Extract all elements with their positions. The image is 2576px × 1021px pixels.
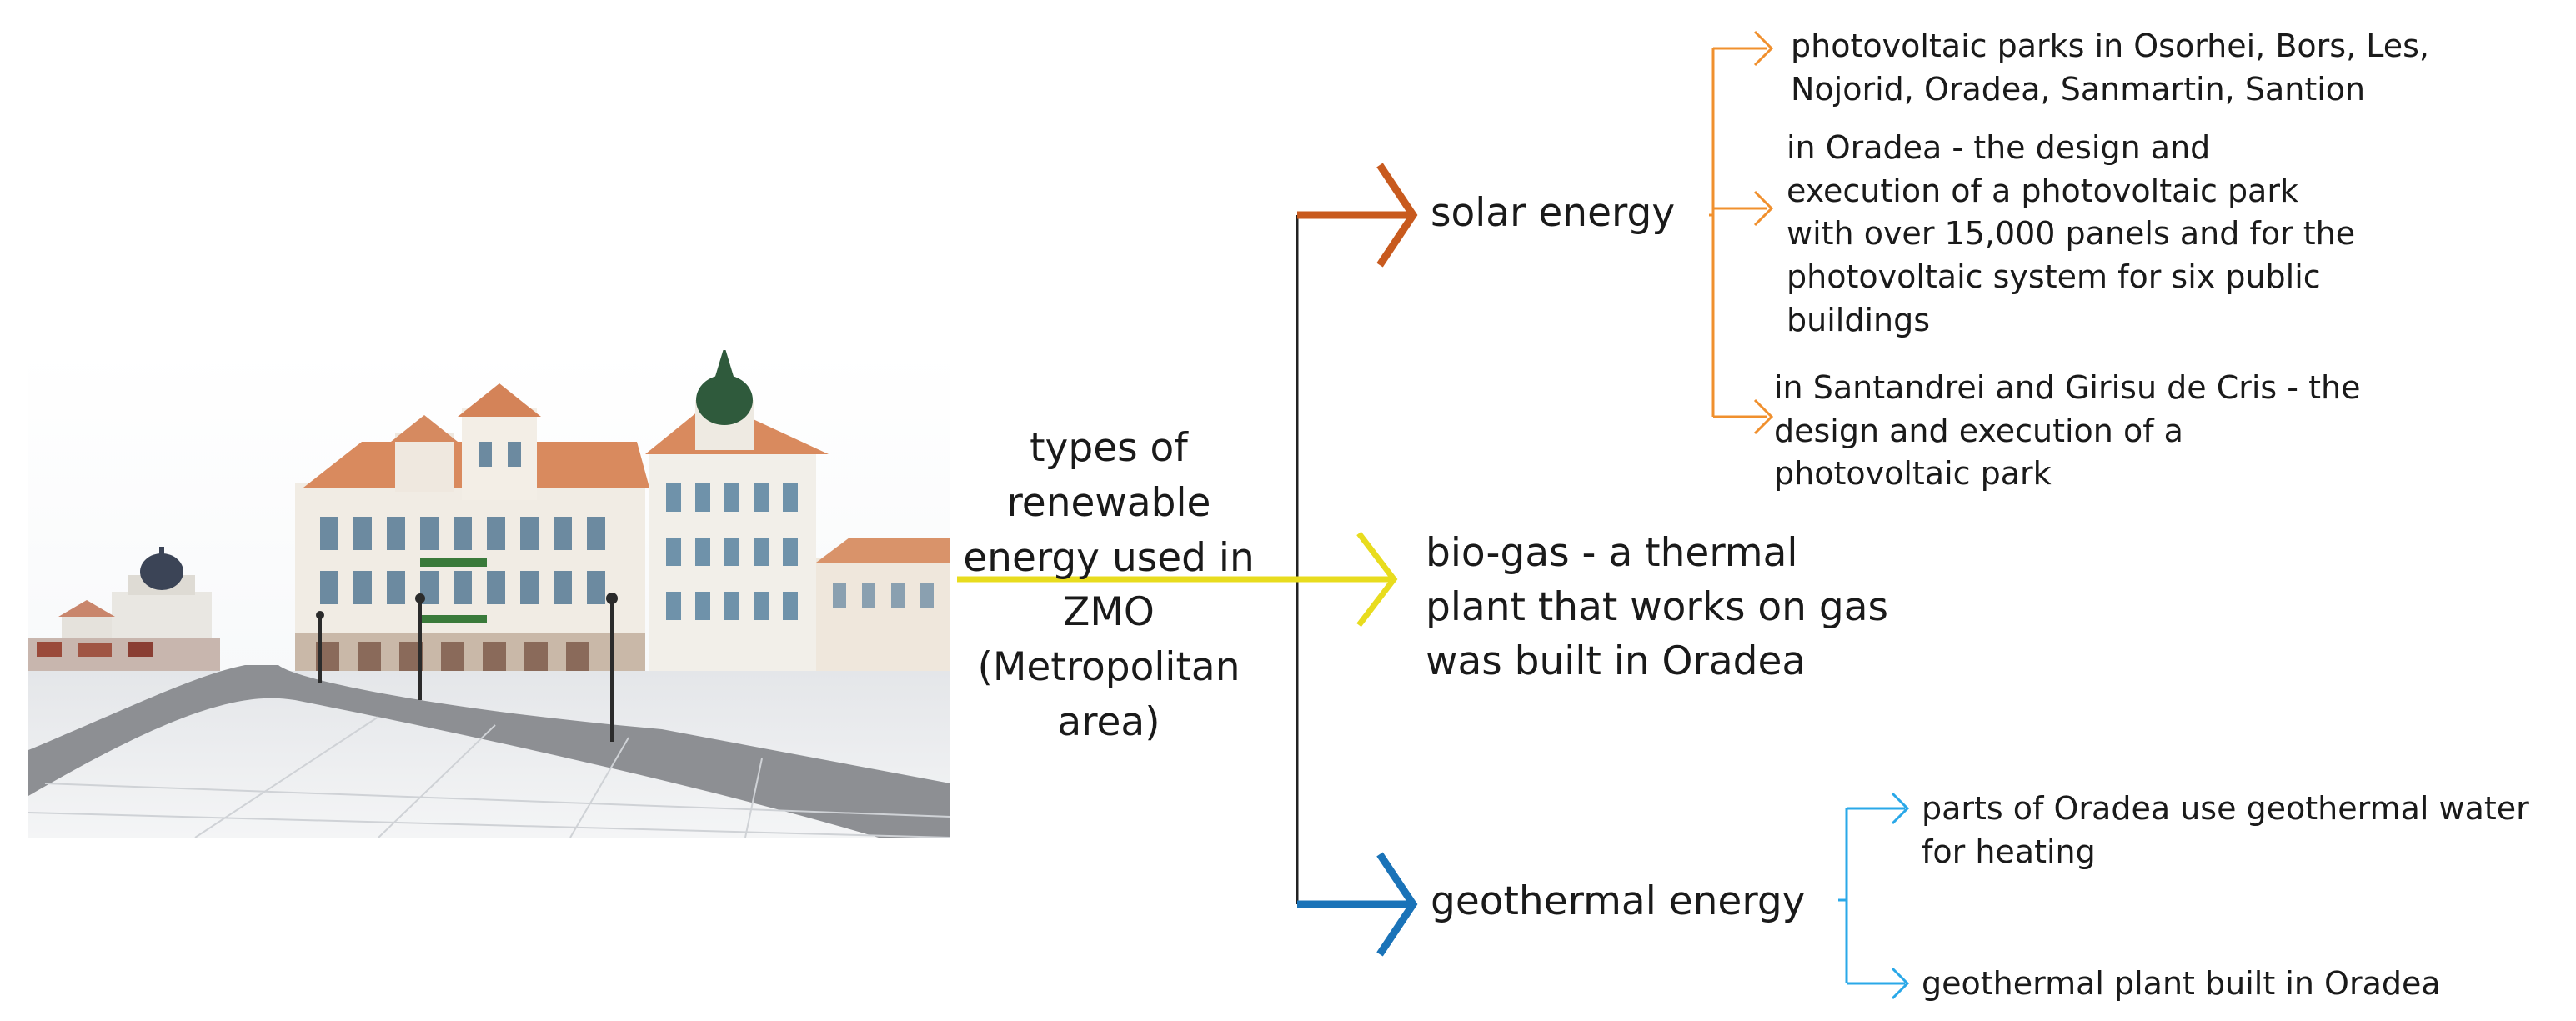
solar-detail-bracket (1709, 30, 1774, 435)
center-label: types of renewable energy used in ZMO (M… (963, 425, 1255, 745)
solar-detail-3: in Santandrei and Girisu de Cris - the d… (1774, 369, 2361, 493)
geothermal-arrow (1297, 852, 1418, 957)
geothermal-detail-2: geothermal plant built in Oradea (1922, 965, 2441, 1002)
solar-arrow (1297, 163, 1418, 268)
solar-detail-2: in Oradea - the design and execution of … (1787, 129, 2356, 338)
geothermal-detail-1: parts of Oradea use geothermal water for… (1922, 790, 2529, 870)
geothermal-energy-label: geothermal energy (1431, 878, 1806, 924)
biogas-label: bio-gas - a thermal plant that works on … (1426, 530, 1889, 684)
geothermal-detail-bracket (1838, 792, 1910, 1000)
spire-tower (645, 350, 829, 675)
main-ornate-building (295, 383, 649, 675)
solar-energy-label: solar energy (1431, 190, 1676, 236)
biogas-arrow (957, 531, 1398, 628)
city-street-illustration (28, 350, 950, 838)
solar-detail-1: photovoltaic parks in Osorhei, Bors, Les… (1791, 28, 2429, 108)
